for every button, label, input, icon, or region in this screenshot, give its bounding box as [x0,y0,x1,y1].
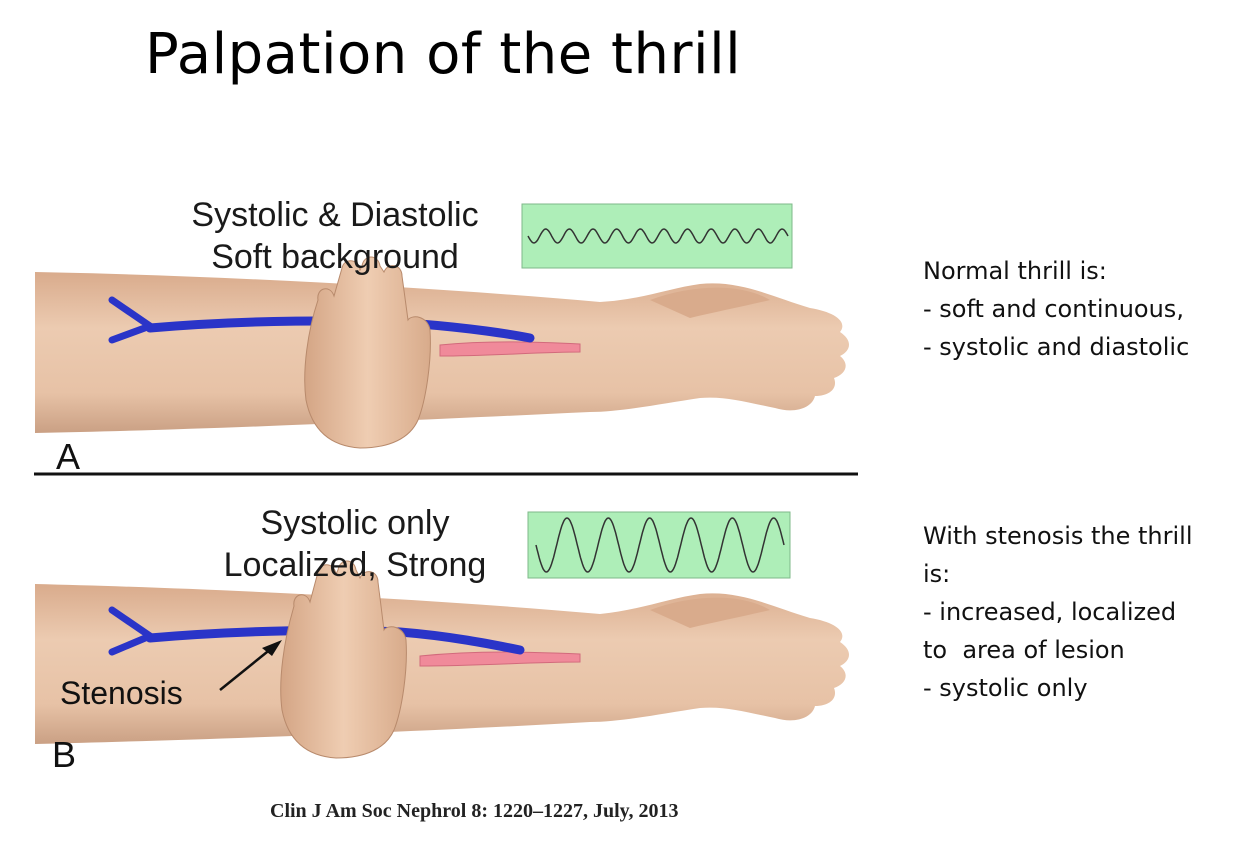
palpating-hand-a [304,256,431,449]
thumb-b [650,597,770,628]
note-line: - systolic only [923,674,1088,702]
waveform-a [527,228,789,244]
panel-a-caption-line2: Soft background [211,238,459,276]
vein-branch-a [108,296,158,344]
artery-b [419,651,581,667]
note-line: is: [923,560,951,588]
panel-a-caption: Systolic & Diastolic Soft background [160,194,510,278]
note-line: With stenosis the thrill [923,522,1193,550]
artery-a [439,341,581,357]
vein-branch-b [108,606,158,656]
citation: Clin J Am Soc Nephrol 8: 1220–1227, July… [270,800,679,822]
panel-a-letter: A [56,436,81,477]
panel-b-letter: B [52,734,77,775]
note-line: - soft and continuous, [923,295,1184,323]
stenosis-thrill-note: With stenosis the thrill is: - increased… [923,517,1223,707]
panel-b-caption-line1: Systolic only [260,504,450,542]
stenosis-arrow [219,647,273,691]
panel-a [35,203,849,449]
panel-a-caption-line1: Systolic & Diastolic [191,196,479,234]
normal-thrill-note: Normal thrill is: - soft and continuous,… [923,252,1223,366]
panel-b-caption-line2: Localized, Strong [223,546,487,584]
panel-b-caption: Systolic only Localized, Strong [190,502,520,586]
waveform-box-a [521,203,793,269]
waveform-box-b [527,511,791,579]
palpating-hand-b [280,560,407,759]
note-line: - systolic and diastolic [923,333,1190,361]
slide-title: Palpation of the thrill [145,22,742,87]
note-line: Normal thrill is: [923,257,1107,285]
note-line: - increased, localized [923,598,1177,626]
stenosis-label: Stenosis [60,675,183,711]
stenosis-arrowhead [262,640,282,656]
panel-b [35,511,849,759]
waveform-b [535,517,785,573]
note-line: to area of lesion [923,636,1125,664]
thumb-a [650,287,770,318]
